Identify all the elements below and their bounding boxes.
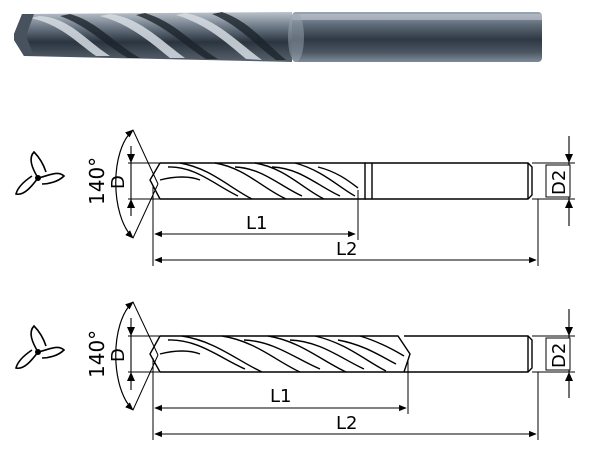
end-view-icon xyxy=(15,150,66,196)
l2-label: L2 xyxy=(336,413,357,434)
drill-outline xyxy=(149,162,533,200)
d2-label: D2 xyxy=(549,343,570,368)
l1-label: L1 xyxy=(246,213,267,234)
d2-label: D2 xyxy=(549,170,570,195)
d2-label-box xyxy=(545,337,571,371)
point-angle-arc xyxy=(115,301,134,411)
drawing-1: 140° D xyxy=(15,129,575,266)
drill-photo-shank xyxy=(292,12,542,62)
drill-photo-helix-highlights xyxy=(30,13,262,60)
point-angle-label: 140° xyxy=(85,330,109,378)
l1-label: L1 xyxy=(270,386,291,407)
l2-label: L2 xyxy=(336,239,357,260)
point-angle-arc xyxy=(115,129,134,239)
end-view-icon xyxy=(15,324,66,370)
diameter-label: D xyxy=(108,175,129,189)
drawing-2: 140° D D2 xyxy=(15,301,575,440)
drill-photo xyxy=(14,12,542,62)
diameter-label: D xyxy=(108,348,129,362)
point-angle-label: 140° xyxy=(85,157,109,205)
drill-outline xyxy=(149,335,533,373)
d2-label-box xyxy=(545,164,571,198)
